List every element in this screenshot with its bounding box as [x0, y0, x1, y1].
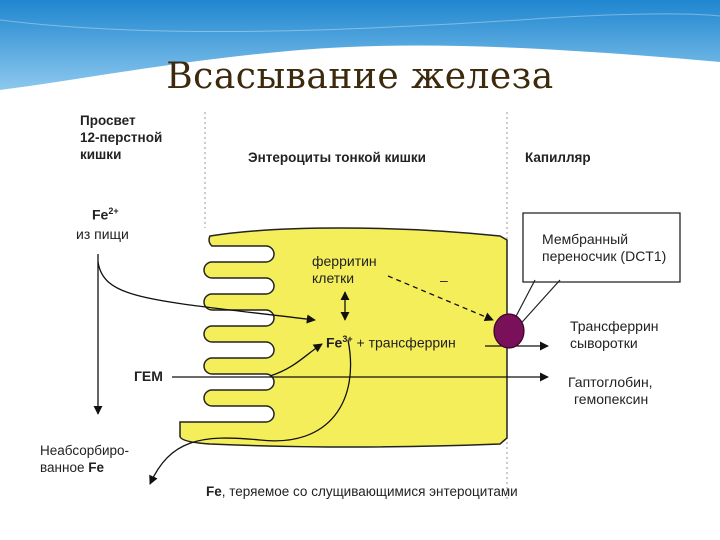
minus-sign: –: [440, 272, 448, 288]
heme-label: ГЕМ: [134, 368, 163, 384]
transporter-line1: Мембранный: [542, 231, 629, 247]
title-banner: [0, 0, 720, 106]
fe2-charge: 2+: [108, 206, 119, 216]
fe3-transferrin-label: Fe3+ + трансферрин: [326, 334, 456, 351]
fe2-label: Fe2+: [92, 206, 119, 223]
shed-fe-text: , теряемое со слущивающимися энтероцитам…: [221, 484, 518, 499]
transporter-line2: переносчик (DCT1): [542, 248, 667, 264]
fe3-charge: 3+: [342, 334, 353, 344]
serum-transferrin-line1: Трансферрин: [570, 318, 659, 334]
ferritin-label: ферритин клетки: [312, 253, 377, 287]
transporter-callout-pointer-b: [514, 279, 561, 331]
unabsorbed-label: Неабсорбиро- ванное Fe: [40, 442, 129, 476]
enterocyte-cell: [179, 227, 508, 448]
banner-waves: [0, 0, 720, 99]
unabsorbed-line2-text: ванное: [40, 460, 89, 475]
shed-fe-symbol: Fe: [206, 484, 222, 499]
serum-transferrin-label: Трансферрин сыворотки: [570, 318, 659, 352]
fe-uptake-arrow: [97, 261, 316, 324]
page-title: Всасывание железа: [166, 56, 554, 97]
fe2-symbol: Fe: [92, 206, 109, 223]
haptoglobin-line2: гемопексин: [574, 391, 649, 407]
haptoglobin-label: Гаптоглобин, гемопексин: [568, 374, 653, 408]
unabsorbed-fe: Fe: [88, 460, 104, 475]
ferritin-line1: ферритин: [312, 253, 377, 269]
lumen-label-line2: 12-перстной: [80, 130, 163, 145]
unabsorbed-line2: ванное Fe: [40, 459, 129, 476]
lumen-label-line3: кишки: [80, 147, 122, 162]
fe3-symbol: Fe: [326, 334, 343, 351]
ferritin-line2: клетки: [312, 270, 355, 286]
shed-fe-label: Fe, теряемое со слущивающимися энтероцит…: [206, 484, 518, 499]
shed-fe-arrow: [149, 339, 352, 485]
heme-to-fe-arrow: [269, 343, 323, 377]
serum-transferrin-line2: сыворотки: [570, 335, 638, 351]
haptoglobin-line1: Гаптоглобин,: [568, 374, 653, 390]
fe2-source-label: из пищи: [76, 226, 129, 242]
dct1-transporter: [493, 313, 525, 349]
capillary-label: Капилляр: [525, 150, 591, 165]
lumen-label-line1: Просвет: [80, 113, 136, 128]
enterocytes-label: Энтероциты тонкой кишки: [248, 150, 426, 165]
unabsorbed-line1: Неабсорбиро-: [40, 443, 130, 458]
fe3-partner: трансферрин: [368, 334, 456, 351]
transporter-callout-box: [522, 212, 681, 283]
lumen-label: Просвет 12-перстной кишки: [80, 112, 162, 163]
fe3-plus: +: [356, 334, 365, 351]
transporter-label: Мембранный переносчик (DCT1): [542, 231, 666, 265]
ferritin-inhibition-arrow: [387, 275, 494, 322]
